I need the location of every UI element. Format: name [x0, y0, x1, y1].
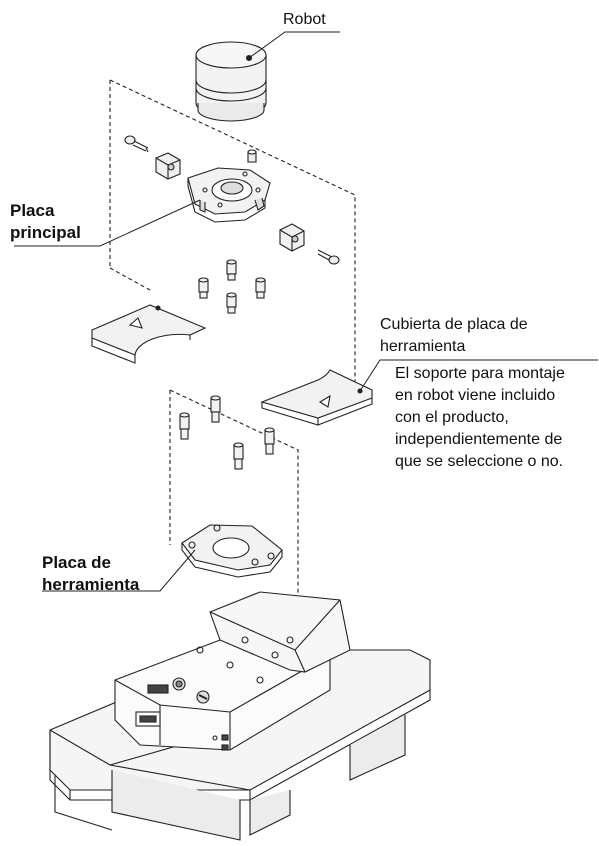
label-main-plate-line2: principal — [10, 223, 81, 242]
label-cover-line2: herramienta — [380, 338, 466, 355]
leader-main-plate — [14, 199, 201, 247]
bolts-tool-group — [179, 395, 275, 470]
leader-cover — [359, 359, 598, 392]
label-tool-plate-line2: herramienta — [42, 575, 140, 594]
leader-robot — [248, 31, 340, 59]
cover-left — [91, 304, 207, 364]
label-robot: Robot — [283, 11, 326, 28]
note-line-1: El soporte para montaje — [395, 365, 565, 382]
note-line-2: en robot viene incluido — [395, 387, 556, 404]
leader-lines — [14, 31, 598, 592]
label-tool-plate-line1: Placa de — [42, 553, 111, 572]
pin — [247, 149, 257, 163]
label-main-plate-line1: Placa — [10, 201, 55, 220]
square-nut-right — [279, 223, 305, 252]
base-unit — [49, 591, 431, 841]
bolts-main-group — [198, 259, 266, 314]
robot-cylinder — [195, 41, 267, 122]
note-line-4: independientemente de — [395, 431, 563, 448]
bolt-top-left — [124, 135, 149, 153]
note-line-5: que se seleccione o no. — [395, 453, 564, 470]
tool-plate-part — [181, 524, 283, 578]
square-nut-left — [155, 152, 181, 180]
note-line-3: con el producto, — [395, 409, 509, 426]
bolt-right — [317, 249, 340, 265]
label-cover-line1: Cubierta de placa de — [380, 316, 528, 333]
cover-right — [260, 369, 373, 426]
leader-tool-plate — [42, 549, 196, 592]
main-plate-disk — [187, 167, 271, 223]
tool-plate-guide-box — [169, 389, 299, 620]
